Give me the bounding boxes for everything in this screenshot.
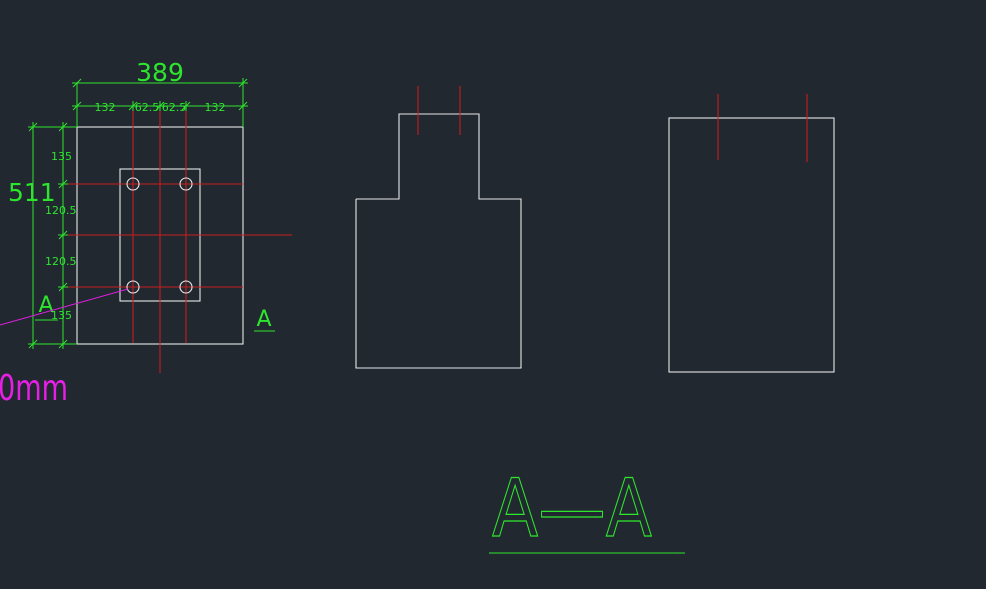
horizontal-dimensions: 389 132 62.5 62.5 132	[72, 58, 248, 127]
dim-label-h-3: 62.5	[162, 101, 187, 114]
dim-label-v-2: 120.5	[45, 204, 77, 217]
section-title: A—A	[489, 461, 685, 556]
dim-label-v-4: 135	[51, 309, 72, 322]
vertical-dimensions: 511 135 120.5 120.5 135	[8, 122, 77, 349]
dim-label-h-2: 62.5	[135, 101, 160, 114]
section-marker-left[interactable]: A	[35, 293, 58, 321]
section-view-rectangular	[668, 94, 835, 373]
section-view-stepped	[355, 86, 522, 369]
overall-width-label: 389	[136, 58, 184, 87]
plan-view: 389 132 62.5 62.5 132 511	[0, 58, 292, 409]
callout-leader-line	[0, 288, 129, 326]
footing-outline	[668, 117, 835, 373]
dim-label-v-1: 135	[51, 150, 72, 163]
section-marker-right-label: A	[256, 307, 271, 332]
bolt-hole-bottom-right[interactable]	[179, 280, 193, 294]
bolt-hole-top-left[interactable]	[126, 177, 140, 191]
dim-label-h-1: 132	[95, 101, 116, 114]
bolt-hole-top-right[interactable]	[179, 177, 193, 191]
overall-height-label: 511	[8, 178, 56, 207]
dim-label-h-4: 132	[205, 101, 226, 114]
callout-text: 0mm	[0, 368, 68, 409]
dim-label-v-3: 120.5	[45, 255, 77, 268]
section-title-label: A—A	[492, 462, 652, 555]
bolt-hole-bottom-left[interactable]	[126, 280, 140, 294]
section-marker-left-label: A	[38, 293, 53, 318]
pedestal-outline	[355, 113, 522, 369]
section-marker-right[interactable]: A	[254, 307, 275, 332]
